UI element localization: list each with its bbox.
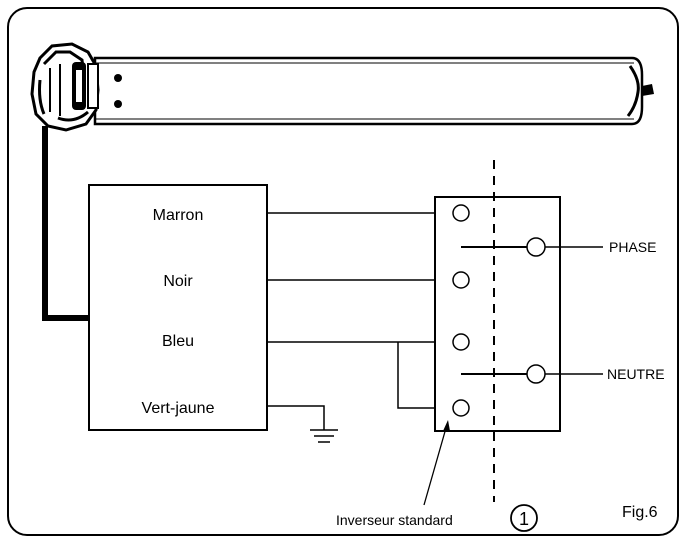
phase-terminal [526, 237, 546, 257]
marker-number: 1 [519, 509, 529, 529]
label-noir: Noir [163, 273, 193, 290]
terminal-3 [452, 333, 470, 351]
motor-tube [93, 56, 644, 126]
label-neutre: NEUTRE [607, 366, 665, 382]
switch-box [434, 196, 561, 432]
ground-symbol [267, 405, 338, 443]
caption-pointer [423, 420, 450, 506]
label-vert-jaune: Vert-jaune [142, 400, 215, 417]
label-marron: Marron [153, 207, 204, 224]
terminal-2 [452, 271, 470, 289]
motor-cable [42, 126, 90, 321]
tubular-motor [30, 42, 654, 132]
terminal-box [88, 184, 268, 431]
switch-caption: Inverseur standard [336, 512, 453, 528]
terminal-4 [452, 399, 470, 417]
terminal-1 [452, 204, 470, 222]
neutre-terminal [526, 364, 546, 384]
figure-label: Fig.6 [622, 504, 658, 521]
label-phase: PHASE [609, 239, 656, 255]
marker-circle: 1 [510, 504, 538, 532]
label-bleu: Bleu [162, 333, 194, 350]
figure-frame [7, 7, 679, 536]
